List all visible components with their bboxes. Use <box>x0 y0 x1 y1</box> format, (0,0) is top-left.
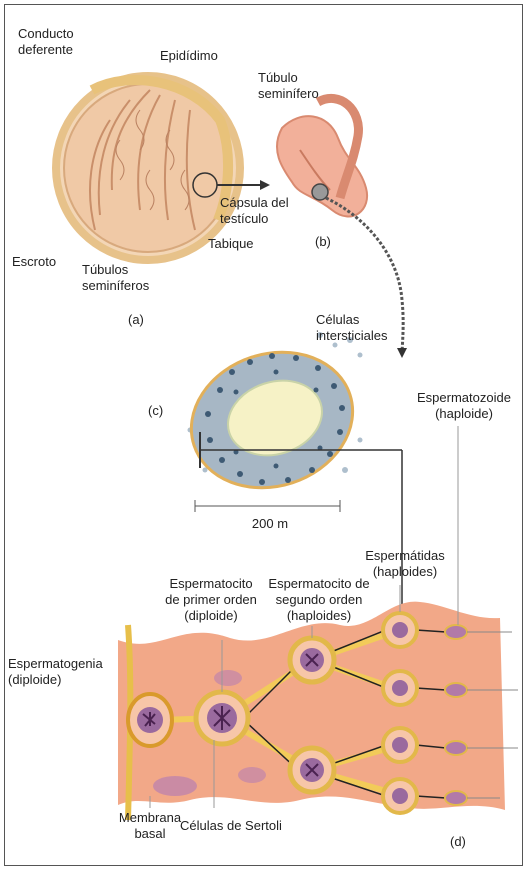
panel-label-d: (d) <box>450 834 466 850</box>
panel-label-a: (a) <box>128 312 144 328</box>
label-espermatozoide: Espermatozoide (haploide) <box>408 390 520 422</box>
label-conducto-deferente: Conducto deferente <box>18 26 74 58</box>
label-celulas-intersticiales: Células intersticiales <box>316 312 388 344</box>
testis-drawing <box>56 76 270 260</box>
label-espermatocito-segundo-orden: Espermatocito de segundo orden (haploide… <box>258 576 380 624</box>
label-tubulo-seminifero: Túbulo seminífero <box>258 70 319 102</box>
label-escroto: Escroto <box>12 254 56 270</box>
scale-label: 200 m <box>240 516 300 532</box>
label-espermatogenia: Espermatogenia (diploide) <box>8 656 103 688</box>
label-celulas-sertoli: Células de Sertoli <box>180 818 282 834</box>
label-tubulos-seminiferos: Túbulos seminíferos <box>82 262 149 294</box>
label-tabique: Tabique <box>208 236 254 252</box>
label-epididimo: Epidídimo <box>160 48 218 64</box>
panel-label-c: (c) <box>148 403 163 419</box>
label-espermatocito-primer-orden: Espermatocito de primer orden (diploide) <box>148 576 274 624</box>
panel-label-b: (b) <box>315 234 331 250</box>
label-capsula: Cápsula del testículo <box>220 195 289 227</box>
